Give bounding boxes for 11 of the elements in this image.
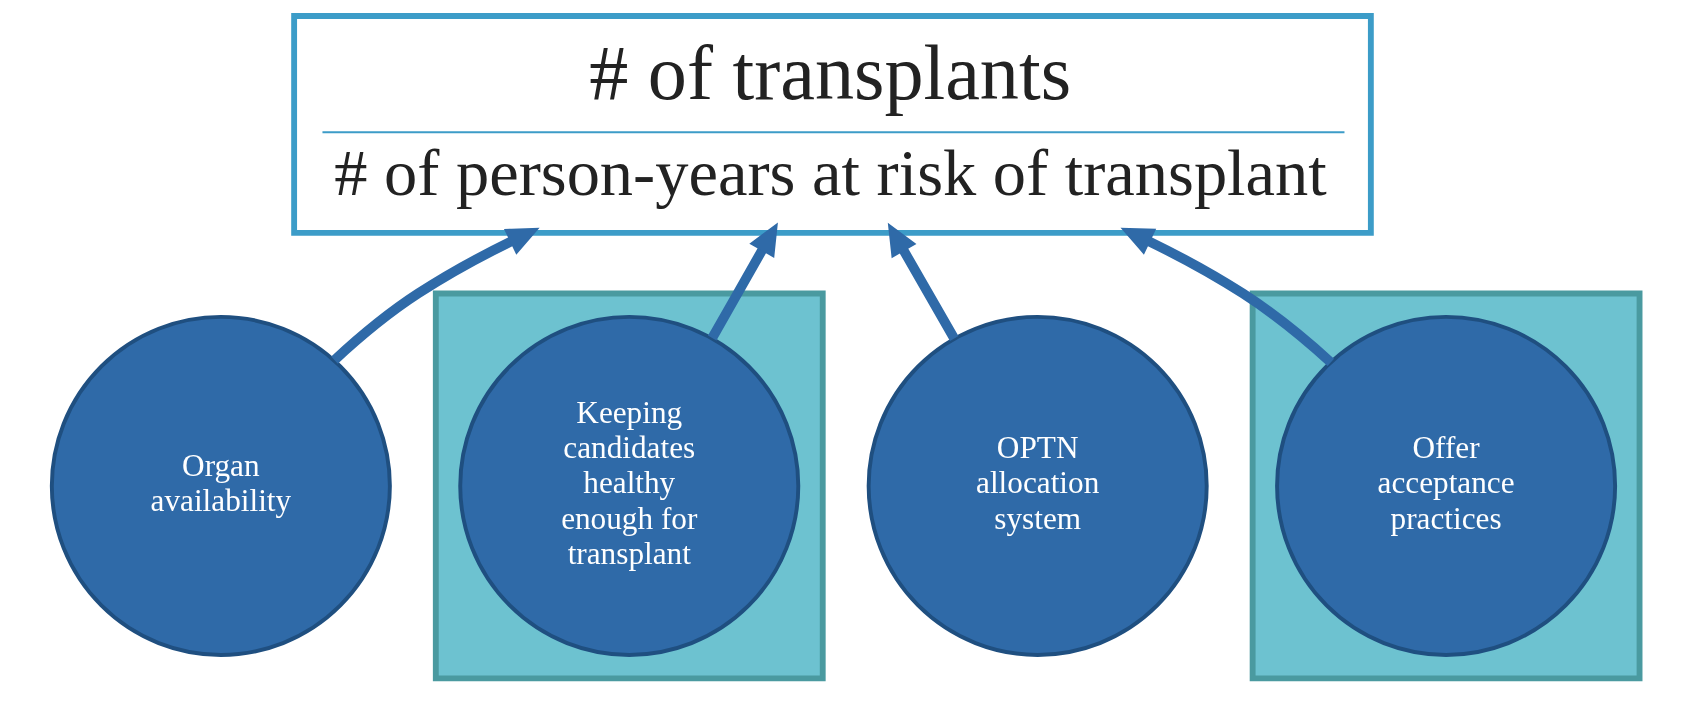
- node-circle: Keeping candidates healthy enough for transplant: [457, 314, 800, 657]
- arrow: [887, 222, 958, 341]
- arrow: [707, 222, 778, 341]
- node-circle: OPTN allocation system: [866, 314, 1209, 657]
- cluster: [432, 290, 826, 682]
- arrow: [1120, 227, 1334, 366]
- node-circle: Organ availability: [49, 314, 392, 657]
- node-circle: Offer acceptance practices: [1274, 314, 1617, 657]
- cluster: [1249, 290, 1642, 682]
- arrow: [330, 227, 540, 364]
- node-box: # of transplants # of person-years at risk of transplant: [290, 13, 1374, 236]
